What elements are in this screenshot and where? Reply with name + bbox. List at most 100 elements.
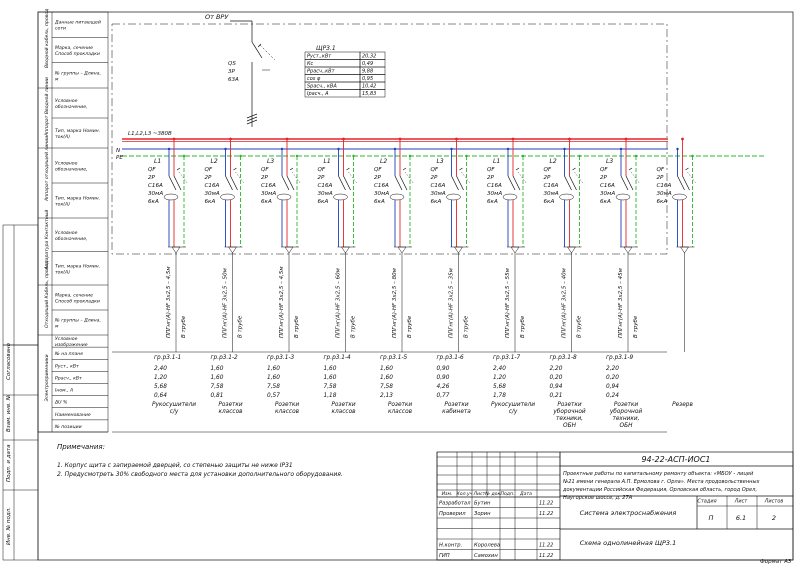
stamp-name: Бутин (474, 501, 491, 507)
consumer-name: техники, (612, 416, 639, 422)
supply-label: От ВРУ (205, 13, 229, 21)
row-label: ток(А) (55, 269, 70, 275)
breaker-spec: 30мА (318, 191, 333, 197)
rcd-coil (163, 193, 179, 201)
breaker-spec: 30мА (487, 191, 502, 197)
consumer-value: 1,60 (267, 366, 280, 372)
breaker-spec: C16А (487, 183, 502, 189)
consumer-name: с/у (170, 409, 179, 415)
breaker-spec: 30мА (431, 191, 446, 197)
consumer-value: 1,60 (324, 375, 337, 381)
project-description: Проектные работы по капитальному ремонту… (562, 471, 761, 501)
bus-node (393, 147, 397, 151)
bus-node (506, 147, 510, 151)
row-group-0: Вводной кабель, провод (44, 9, 50, 68)
row-group-1: Аппарат Вводной линии (44, 77, 50, 137)
consumer-value: гр.р3.1-6 (437, 355, 465, 361)
row-label: Способ прокладки (55, 299, 100, 305)
breaker-spec: C16А (374, 183, 389, 189)
consumer-name: классов (275, 409, 300, 415)
breaker-contact (173, 175, 182, 191)
cable-route: В трубе (238, 315, 244, 338)
cable-spec: ППГнг(A)-HF 3x2,5 – 35м (449, 268, 455, 338)
breaker-contact (281, 175, 290, 191)
project-line: документации Российская Федерация, Орлов… (562, 487, 757, 493)
bus-node (511, 137, 515, 141)
cable-route: В трубе (577, 315, 583, 338)
consumer-value: 0,77 (437, 393, 450, 399)
consumer-name: Резерв (672, 402, 693, 408)
breaker-contact (225, 175, 233, 191)
feeder-arrow (680, 246, 689, 254)
breaker-spec: QF (544, 167, 552, 173)
breaker-contact (451, 175, 459, 191)
feeder-arrow (454, 246, 463, 254)
param-key: Iрасч., А (307, 91, 329, 97)
diagram-area (111, 23, 668, 255)
note-2: 2. Предусмотреть 30% свободного места дл… (57, 471, 343, 478)
row-label: Условное (55, 161, 78, 167)
consumer-value: 1,18 (324, 393, 337, 399)
stamp-role: Н.контр. (439, 543, 462, 549)
phase-label: L2 (211, 158, 218, 165)
rcd-coil (220, 193, 235, 201)
consumer-value: 7,58 (211, 384, 224, 390)
breaker-spec: 6кА (318, 199, 329, 205)
cable-route: В трубе (181, 315, 187, 338)
row-label: Условное (55, 230, 78, 236)
breaker-spec: 2P (544, 175, 552, 181)
stamp-role: ГИП (439, 553, 450, 559)
consumer-name: Розетки (614, 402, 639, 408)
consumer-value: 0,64 (154, 393, 167, 399)
breaker-contact (343, 175, 351, 191)
stamp-name: Королева (474, 543, 500, 549)
consumer-name: техники, (556, 416, 583, 422)
side-stamp-inv: Инв. № подл. (6, 507, 12, 545)
cable-spec: ППГнг(A)-HF 3x2,5 – 80м (392, 268, 398, 338)
breaker-spec: 2P (261, 175, 269, 181)
stage-header: Стадия (697, 499, 716, 505)
cable-route: В трубе (294, 315, 300, 338)
rcd-coil (615, 193, 631, 201)
consumer-value: 5,68 (154, 384, 167, 390)
consumer-value: 1,60 (324, 366, 337, 372)
system-name: Система электроснабжения (580, 509, 677, 517)
row-label: Условное (55, 98, 78, 104)
feeder-arrow (567, 246, 576, 254)
breaker-contact (338, 175, 346, 191)
consumer-value: 1,60 (267, 375, 280, 381)
phase-label: L3 (267, 158, 274, 165)
note-1: 1. Корпус щита с запираемой дверцей, со … (57, 462, 293, 469)
stamp-header-cell: Подп. (501, 491, 515, 497)
breaker-spec: C16А (544, 183, 559, 189)
breaker-spec: 6кА (374, 199, 385, 205)
row-label: ток(А) (55, 134, 70, 140)
main-breaker-line3: 63А (228, 77, 239, 83)
title-block: 94-22-АСП-ИОС1 Стадия Лист Листов П 6.1 … (436, 451, 794, 565)
consumer-value: 2,40 (493, 366, 506, 372)
row-label: обозначение, (55, 104, 88, 110)
consumer-value: 0,24 (606, 393, 619, 399)
feeder-arrow (171, 246, 181, 254)
breaker-spec: 6кА (487, 199, 498, 205)
row-label: Руст., кВт (55, 363, 79, 369)
breaker-contact (620, 175, 629, 191)
row-label: № позиции (54, 424, 82, 430)
row-label: м (55, 77, 59, 82)
breaker-spec: C16А (600, 183, 615, 189)
stamp-header-cell: Кол.уч (457, 491, 473, 497)
consumer-value: гр.р3.1-9 (606, 355, 634, 361)
cable-spec: ППГнг(A)-HF 3x2,5 – 50м (223, 268, 229, 338)
notes-title: Примечания: (57, 443, 105, 451)
stage-value: П (709, 514, 714, 522)
consumer-value: 1,78 (493, 393, 506, 399)
breaker-contact (512, 175, 521, 191)
consumer-name: Рукосушители (491, 402, 535, 408)
stamp-date: 11.22 (539, 543, 553, 549)
sheets-value: 2 (772, 514, 776, 522)
consumer-value: 1,60 (380, 366, 393, 372)
breaker-spec: 6кА (148, 199, 159, 205)
